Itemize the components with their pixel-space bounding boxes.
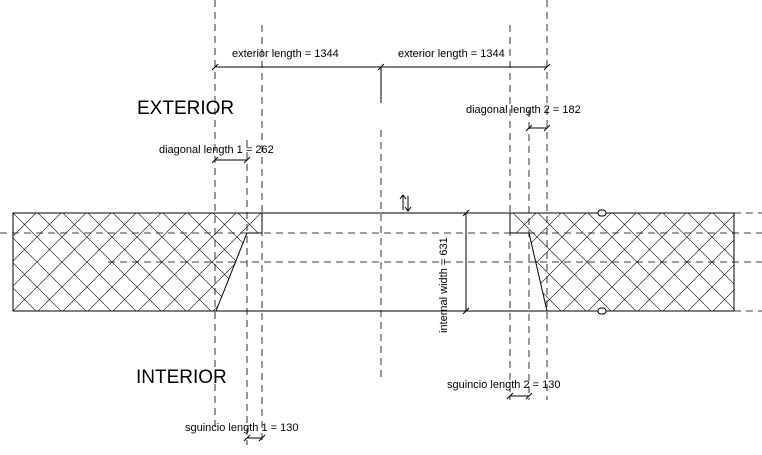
internal-width-dimension <box>462 209 500 315</box>
internal-width-label: internal width = 631 <box>438 237 450 333</box>
interior-zone-label: INTERIOR <box>136 367 227 388</box>
sguincio-length-1-dimension <box>243 434 266 442</box>
grip-icon[interactable] <box>597 307 607 315</box>
wall-end-grips[interactable] <box>597 209 607 315</box>
sguincio-length-2-dimension <box>506 392 533 400</box>
exterior-length-left-label: exterior length = 1344 <box>232 48 339 60</box>
sguincio-length-2-label: sguincio length 2 = 130 <box>447 379 560 391</box>
reference-lines <box>0 0 762 445</box>
exterior-length-right-label: exterior length = 1344 <box>398 48 505 60</box>
flip-arrows-icon[interactable] <box>399 194 412 212</box>
diagonal-length-1-label: diagonal length 1 = 262 <box>159 144 274 156</box>
dimension-lines <box>211 63 551 442</box>
grip-icon[interactable] <box>597 209 607 217</box>
diagonal-length-2-dimension <box>525 124 551 132</box>
sguincio-length-1-label: sguincio length 1 = 130 <box>185 422 298 434</box>
diagonal-length-1-dimension <box>211 156 251 164</box>
exterior-zone-label: EXTERIOR <box>137 98 234 119</box>
exterior-length-dimension <box>211 63 551 71</box>
diagonal-length-2-label: diagonal length 2 = 182 <box>466 104 581 116</box>
